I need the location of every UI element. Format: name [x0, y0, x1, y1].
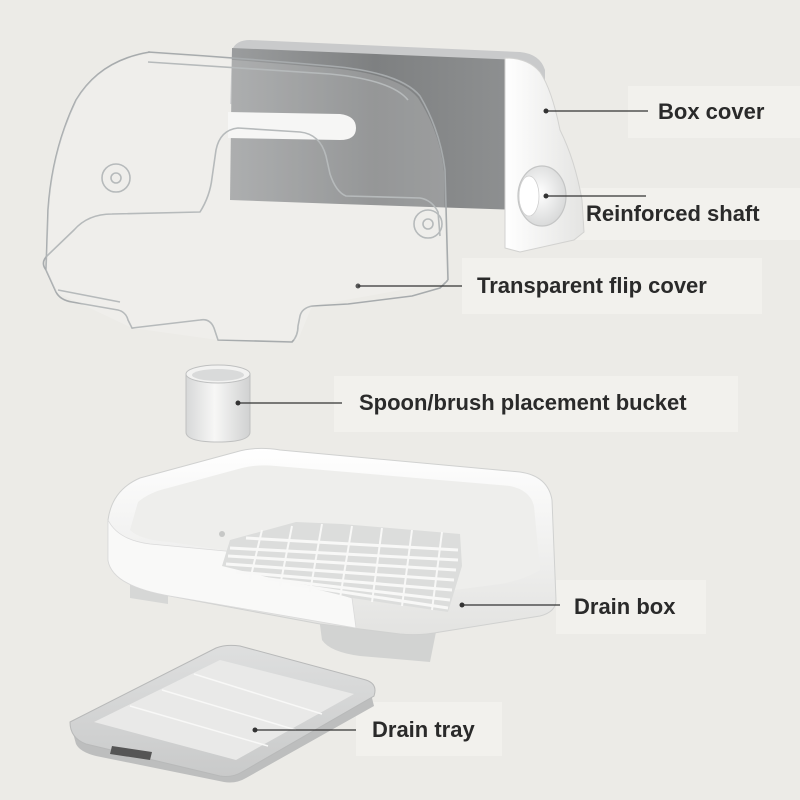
leader-lines [238, 110, 648, 731]
drain-box [107, 447, 557, 662]
label-drain-box: Drain box [574, 594, 676, 619]
label-reinforced-shaft: Reinforced shaft [586, 201, 760, 226]
transparent-flip-cover [42, 51, 449, 343]
label-flip-cover: Transparent flip cover [477, 273, 707, 298]
label-box-cover: Box cover [658, 99, 765, 124]
label-drain-tray: Drain tray [372, 717, 475, 742]
label-bucket: Spoon/brush placement bucket [359, 390, 687, 415]
spoon-brush-bucket [185, 364, 251, 443]
label-panels [334, 86, 800, 756]
box-cover [228, 40, 585, 253]
drain-tray [69, 644, 376, 783]
